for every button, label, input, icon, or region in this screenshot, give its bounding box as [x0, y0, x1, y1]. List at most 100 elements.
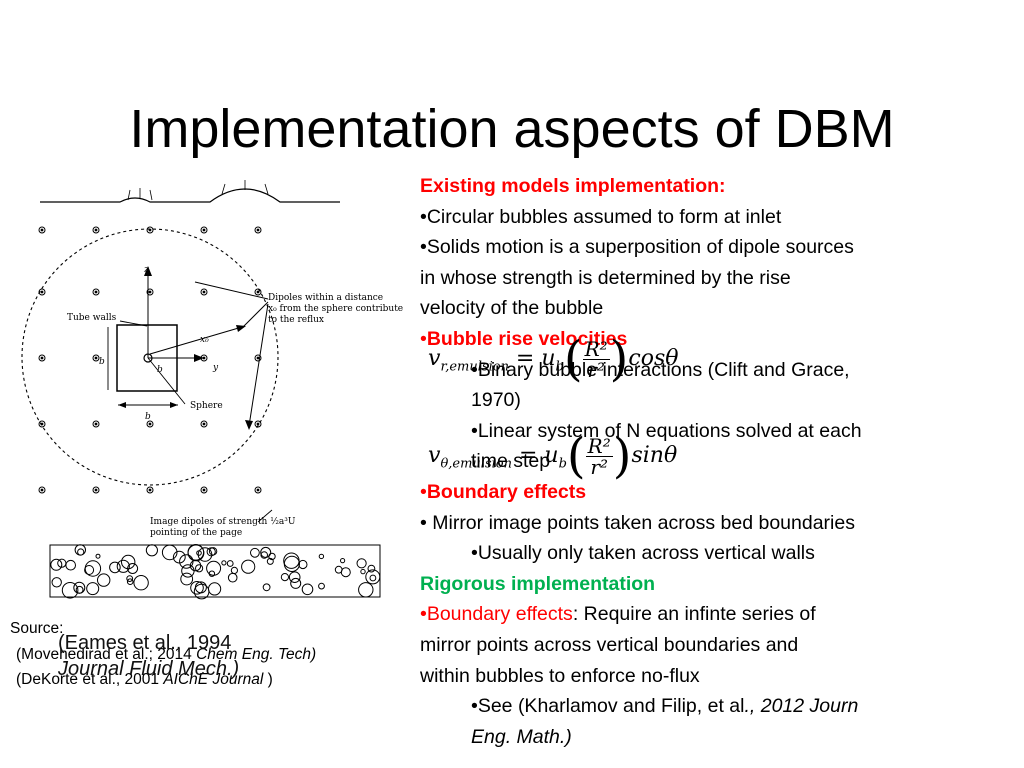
bed-particle	[280, 573, 289, 582]
eq2-sub: θ,emulsion	[440, 456, 512, 472]
bed-particle	[84, 565, 95, 575]
fig-label-z: z	[143, 265, 149, 275]
source-dekorte-journal: AIChE Journal	[163, 671, 264, 688]
sub-see-kharlamov: •See (Kharlamov and Filip, et al., 2012 …	[420, 691, 980, 722]
bed-particle	[369, 574, 377, 582]
kharlamov-journal: ., 2012 Journ	[744, 695, 859, 718]
bed-particle	[283, 555, 300, 572]
eq1-trig: cosθ	[628, 346, 679, 371]
bed-particle	[161, 544, 178, 561]
dipole-marker	[254, 420, 262, 428]
fig-label-tube-walls: Tube walls	[67, 313, 117, 323]
bullet-dot: •	[420, 603, 427, 626]
bed-particle	[360, 568, 366, 575]
bed-particle	[75, 585, 84, 594]
bullet-mirror: • Mirror image points taken across bed b…	[420, 511, 855, 534]
source-movehedirad-text: (Movehedirad et al.; 2014	[16, 646, 197, 663]
eq2-ub: u	[544, 443, 559, 468]
bed-particle	[116, 559, 130, 573]
bed-particle	[95, 553, 101, 559]
dipole-marker-center	[202, 422, 206, 426]
rigorous-heading: Rigorous implementation	[420, 572, 656, 595]
boundary-effects-label: Boundary effects	[426, 480, 587, 503]
bullet-solids-2: in whose strength is determined by the r…	[420, 266, 791, 289]
dipole-marker	[38, 354, 46, 362]
bed-particle	[65, 559, 77, 571]
dipole-marker	[200, 420, 208, 428]
bed-particle	[145, 544, 158, 557]
bed-particle	[172, 550, 186, 564]
bullet-rigorous-2: mirror points across vertical boundaries…	[420, 633, 799, 656]
existing-heading: Existing models implementation:	[420, 175, 726, 197]
bed-particle	[208, 547, 218, 556]
bullet-rigorous-boundary: •Boundary effects: Require an infinte se…	[420, 599, 980, 630]
eq1-paren-close: )	[609, 331, 629, 387]
eq2-trig: sinθ	[631, 443, 678, 468]
dipole-marker-center	[202, 228, 206, 232]
bed-particle	[50, 558, 63, 571]
dipole-marker	[92, 486, 100, 494]
bed-particle	[77, 548, 85, 556]
bed-particle	[86, 582, 100, 596]
bed-particle	[356, 558, 367, 569]
fig-label-b-left: b	[99, 357, 105, 367]
fig-label-dipoles: Dipoles within a distance	[268, 293, 383, 303]
bed-particle	[340, 567, 351, 578]
dipole-marker	[200, 226, 208, 234]
eq2-numerator: R²	[585, 433, 613, 458]
bullet-dot: •	[420, 327, 427, 350]
dipole-marker-center	[148, 422, 152, 426]
rise-velocities-label: Bubble rise velocities	[426, 327, 628, 350]
bed-particle	[180, 572, 194, 586]
bed-particle	[181, 564, 195, 578]
bed-particle	[318, 553, 325, 560]
eq1-equals: =	[508, 346, 542, 371]
eq2-ub-sub: b	[558, 456, 567, 472]
kharlamov-journal-2: Eng. Math.)	[471, 725, 572, 748]
bed-particle	[290, 577, 302, 589]
bed-particle	[262, 583, 271, 592]
fig-label-b-mid: b	[157, 365, 163, 375]
fig-label-dipoles2: x₀ from the sphere contribute	[268, 304, 403, 314]
source-eames-line2: Journal Fluid Mech.)	[58, 658, 240, 680]
bed-particle	[126, 578, 134, 586]
source-dekorte-text: (DeKorte et al., 2001	[16, 671, 164, 688]
sub-vertical-walls: •Usually only taken across vertical wall…	[471, 542, 815, 565]
eq1-ub: u	[541, 346, 556, 371]
dipole-marker-center	[256, 228, 260, 232]
source-eames-line1: (Eames et al., 1994	[58, 632, 232, 654]
eq2-equals: =	[511, 443, 545, 468]
eq2-paren-close: )	[612, 428, 632, 484]
eq1-lhs: v	[428, 346, 441, 371]
bed-particle	[126, 575, 134, 583]
bed-particle	[298, 559, 308, 570]
dipole-marker-center	[256, 290, 260, 294]
dipole-marker	[38, 288, 46, 296]
eq2-denominator: r²	[590, 454, 608, 479]
bed-particle	[288, 571, 301, 584]
dipole-marker	[92, 226, 100, 234]
dipole-marker	[92, 288, 100, 296]
fig-label-b-bottom: b	[145, 412, 151, 422]
fig-label-image-dipoles2: pointing of the page	[150, 528, 242, 538]
bullet-solids-1: •Solids motion is a superposition of dip…	[420, 236, 854, 259]
bed-particle	[133, 575, 149, 591]
dipole-marker	[254, 354, 262, 362]
eq2-paren-open: (	[566, 428, 586, 484]
bed-particle	[365, 569, 381, 585]
dipole-marker-center	[148, 290, 152, 294]
kharlamov-text: •See (Kharlamov and Filip, et al	[471, 695, 745, 718]
dipole-marker-center	[40, 290, 44, 294]
source-dekorte: (DeKorte et al., 2001 AIChE Journal )	[16, 669, 273, 690]
bed-particle	[121, 554, 136, 570]
bed-particle	[367, 564, 376, 573]
sub-linear-1: •Linear system of N equations solved at …	[471, 419, 862, 442]
bed-particle	[340, 558, 346, 564]
bed-particle	[358, 582, 374, 598]
dipole-marker-center	[94, 228, 98, 232]
bed-particle	[190, 581, 204, 595]
sub-linear-2: time step	[471, 450, 551, 473]
dipole-marker	[146, 420, 154, 428]
